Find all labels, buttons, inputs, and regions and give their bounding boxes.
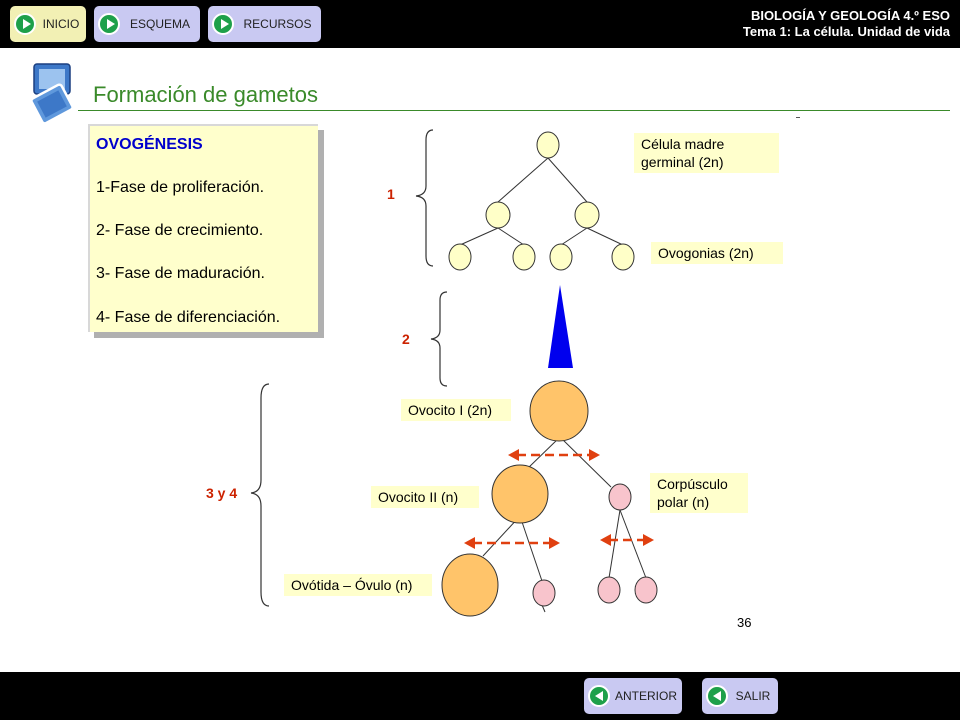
arrow-head-icon: [600, 534, 611, 546]
back-arrow-icon: [706, 685, 728, 707]
recursos-button[interactable]: RECURSOS: [208, 6, 321, 42]
daughter-cell: [485, 201, 511, 229]
inicio-label: INICIO: [42, 17, 80, 31]
oogonium-cell: [549, 243, 573, 271]
secondary-oocyte: [491, 464, 549, 524]
slide-logo-icon: [30, 63, 74, 125]
phase-item: 1-Fase de proliferación.: [96, 179, 265, 196]
anterior-label: ANTERIOR: [614, 689, 677, 703]
slide-title: Formación de gametos: [93, 82, 318, 107]
arrow-head-icon: [464, 537, 475, 549]
oogonium-cell: [448, 243, 472, 271]
recursos-label: RECURSOS: [243, 17, 312, 31]
bottom-bar: [0, 672, 960, 720]
play-icon: [212, 13, 234, 35]
title-divider: [78, 110, 950, 111]
label-ovocito-2: Ovocito II (n): [371, 486, 479, 508]
play-icon: [98, 13, 120, 35]
polar-body: [608, 483, 632, 511]
label-ovotida: Ovótida – Óvulo (n): [284, 574, 432, 596]
label-ovogonias: Ovogonias (2n): [651, 242, 783, 264]
subject-title: BIOLOGÍA Y GEOLOGÍA 4.º ESO: [750, 8, 950, 23]
back-arrow-icon: [588, 685, 610, 707]
arrow-head-icon: [589, 449, 600, 461]
stage-number: 1: [387, 186, 395, 202]
phase-item: 4- Fase de diferenciación.: [96, 309, 281, 326]
oogonium-cell: [512, 243, 536, 271]
polar-body: [597, 576, 621, 604]
daughter-cell: [574, 201, 600, 229]
arrow-head-icon: [643, 534, 654, 546]
label-line: germinal (2n): [641, 154, 724, 170]
salir-label: SALIR: [735, 689, 771, 703]
label-corpusculo: Corpúsculo polar (n): [650, 473, 748, 513]
tree-lines: [459, 157, 647, 613]
primary-oocyte: [529, 380, 589, 442]
ovogenesis-box: OVOGÉNESIS 1-Fase de proliferación. 2- F…: [88, 124, 318, 332]
topic-title: Tema 1: La célula. Unidad de vida: [742, 24, 950, 39]
brace-stage-2: [430, 291, 448, 387]
inicio-button[interactable]: INICIO: [10, 6, 86, 42]
salir-button[interactable]: SALIR: [702, 678, 778, 714]
small-dash: [796, 117, 800, 118]
growth-arrow: [548, 285, 573, 368]
label-line: Célula madre: [641, 136, 725, 152]
play-icon: [14, 13, 36, 35]
polar-body: [532, 579, 556, 607]
brace-stage-1: [415, 129, 434, 267]
phase-item: 3- Fase de maduración.: [96, 265, 265, 282]
oogonium-cell: [611, 243, 635, 271]
label-ovocito-1: Ovocito I (2n): [401, 399, 511, 421]
label-line: polar (n): [657, 494, 710, 510]
stage-number: 3 y 4: [206, 485, 238, 501]
ovogenesis-heading: OVOGÉNESIS: [96, 136, 203, 153]
ovum: [441, 553, 499, 617]
esquema-label: ESQUEMA: [129, 17, 190, 31]
polar-body: [634, 576, 658, 604]
label-line: Corpúsculo: [657, 476, 728, 492]
stage-number: 2: [402, 331, 410, 347]
stem-cell: [536, 131, 560, 159]
course-header: BIOLOGÍA Y GEOLOGÍA 4.º ESO Tema 1: La c…: [743, 8, 950, 40]
brace-stage-3-4: [250, 383, 270, 607]
phase-item: 2- Fase de crecimiento.: [96, 222, 264, 239]
anterior-button[interactable]: ANTERIOR: [584, 678, 682, 714]
arrow-head-icon: [549, 537, 560, 549]
page-number: 36: [737, 615, 752, 630]
esquema-button[interactable]: ESQUEMA: [94, 6, 200, 42]
arrow-head-icon: [508, 449, 519, 461]
label-celula-madre: Célula madre germinal (2n): [634, 133, 779, 173]
